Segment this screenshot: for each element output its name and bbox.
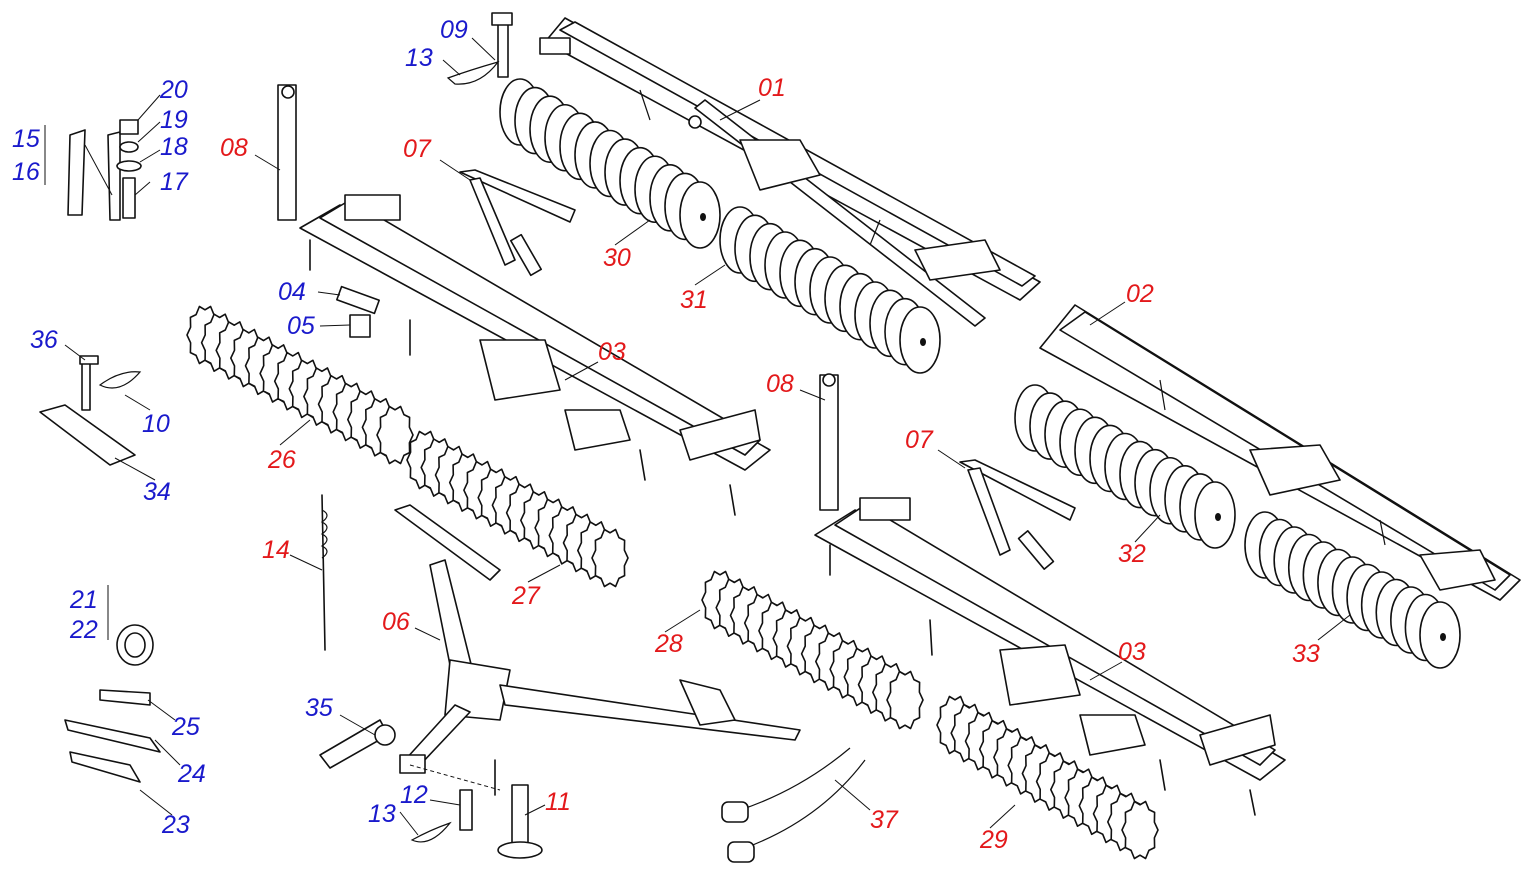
callout-08-right: 08 [766,370,794,398]
star-wheel [886,670,924,730]
alignment-dash [409,764,501,791]
callout-30: 30 [603,244,631,272]
callout-23: 23 [161,811,190,839]
main-frame-02 [1039,304,1521,601]
disc-hub [700,213,706,221]
disc-gang-32 [1014,384,1236,549]
disc [1419,601,1461,669]
callout-29: 29 [979,826,1008,854]
callout-01: 01 [758,74,786,102]
star-wheel [591,528,629,588]
star-wheel [376,405,414,465]
callout-32: 32 [1118,540,1146,568]
callout-19: 19 [160,106,188,134]
callout-33: 33 [1292,640,1320,668]
callout-03-right: 03 [1118,638,1146,666]
star-roller-28 [701,570,924,730]
callout-35: 35 [305,694,333,722]
callout-13-bottom: 13 [368,800,396,828]
callout-10: 10 [142,410,170,438]
callout-25: 25 [171,713,200,741]
disc-hub [920,338,926,346]
star-roller-29 [936,695,1159,860]
hoses-37 [721,747,866,863]
callout-14: 14 [262,536,290,564]
callout-16: 16 [12,158,40,186]
callout-36: 36 [30,326,58,354]
callout-05: 05 [287,312,315,340]
callout-12: 12 [400,781,428,809]
callout-28: 28 [654,630,683,658]
callout-15: 15 [12,125,40,153]
callout-24: 24 [177,760,206,788]
star-roller-26 [186,305,414,465]
callout-37: 37 [870,806,899,834]
hitch-35 [319,719,396,769]
callout-07-right: 07 [905,426,934,454]
callout-18: 18 [160,133,188,161]
pin-12 [459,789,473,831]
fastener-group-15-20 [67,119,142,221]
callout-34: 34 [143,478,171,506]
callout-27: 27 [511,582,541,610]
star-roller-27 [406,430,629,588]
clip-13-top [446,60,500,85]
disc-gang-31 [719,206,941,374]
disc-gang-30 [499,78,721,249]
section-frame-03-left [299,194,771,516]
star-wheel [1121,800,1159,860]
disc-gang-33 [1244,511,1461,669]
bolt-36 [79,355,99,411]
callout-20: 20 [159,76,188,104]
post-08-left [277,84,297,221]
section-frame-03-right [814,497,1286,816]
callouts: 01 02 03 03 04 05 06 07 07 08 08 09 10 1… [12,16,1320,854]
blade-group-23-25 [64,689,161,783]
post-08-right [819,373,839,511]
drawbar-06 [394,504,801,774]
callout-06: 06 [382,608,410,636]
rod-14 [320,494,328,651]
arm-07-right [959,459,1076,570]
pin-09 [491,12,513,78]
callout-11: 11 [545,788,571,816]
callout-21: 21 [69,586,98,614]
callout-31: 31 [680,286,708,314]
arm-07-left [459,169,576,277]
callout-02: 02 [1126,280,1154,308]
callout-03-left: 03 [598,338,626,366]
callout-07-left: 07 [403,135,432,163]
callout-22: 22 [69,616,98,644]
callout-26: 26 [267,446,296,474]
leader-lines [44,37,1351,836]
callout-17: 17 [160,168,189,196]
bushing-21-22 [116,624,154,666]
callout-04: 04 [278,278,306,306]
callout-09: 09 [440,16,468,44]
sleeve-04 [336,285,380,315]
plate-34 [39,404,136,466]
disc [679,181,721,249]
callout-13-top: 13 [405,44,433,72]
clip-10 [98,371,142,389]
disc [899,306,941,374]
disc-hub [1440,633,1446,641]
main-frame-01 [539,17,1041,327]
jack-stand-11 [494,759,543,859]
disc [1194,481,1236,549]
callout-08-left: 08 [220,134,248,162]
clip-13-bottom [410,821,452,843]
sleeve-05 [349,314,371,338]
disc-hub [1215,513,1221,521]
